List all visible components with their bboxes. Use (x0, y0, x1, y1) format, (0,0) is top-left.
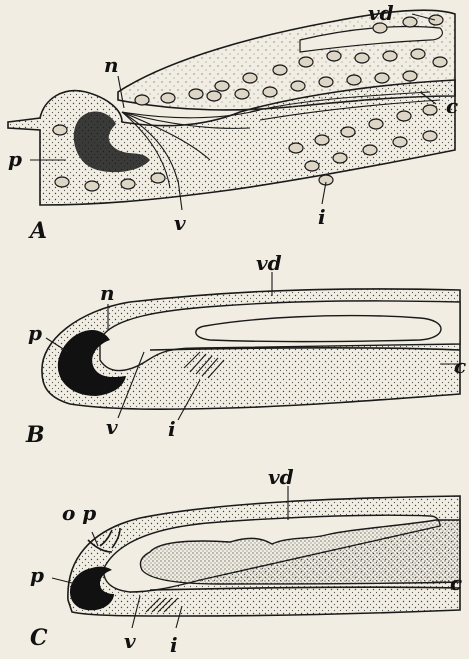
panel-b-label: B (25, 422, 45, 448)
panel-a-callout-c: c (446, 94, 458, 118)
panel-b-callout-c: c (454, 354, 466, 378)
panel-a-callout-v: v (174, 211, 186, 235)
panel-c-label: C (30, 625, 48, 651)
panel-a-label: A (28, 218, 47, 244)
panel-a-callout-p: p (8, 147, 22, 171)
panel-c-callout-c: c (450, 571, 462, 595)
panel-c-callout-p: p (30, 563, 44, 587)
panel-a-callout-n: n (104, 53, 119, 77)
panel-b-callout-v: v (106, 415, 118, 439)
panel-c: vd o p p c v i C (30, 465, 462, 657)
panel-c-callout-vd: vd (268, 465, 294, 489)
panel-b-callout-n: n (100, 281, 115, 305)
panel-c-callout-op: o p (62, 501, 96, 525)
panel-b-callout-i: i (168, 417, 176, 441)
panel-a-callout-i: i (318, 205, 326, 229)
panel-b: vd n p c v i B (25, 251, 466, 448)
panel-a-callout-vd: vd (368, 1, 394, 25)
panel-b-callout-vd: vd (256, 251, 282, 275)
panel-c-callout-v: v (124, 629, 136, 653)
panel-c-callout-i: i (170, 633, 178, 657)
panel-b-callout-p: p (28, 321, 42, 345)
panel-a: vd n c p v i A (8, 1, 458, 244)
